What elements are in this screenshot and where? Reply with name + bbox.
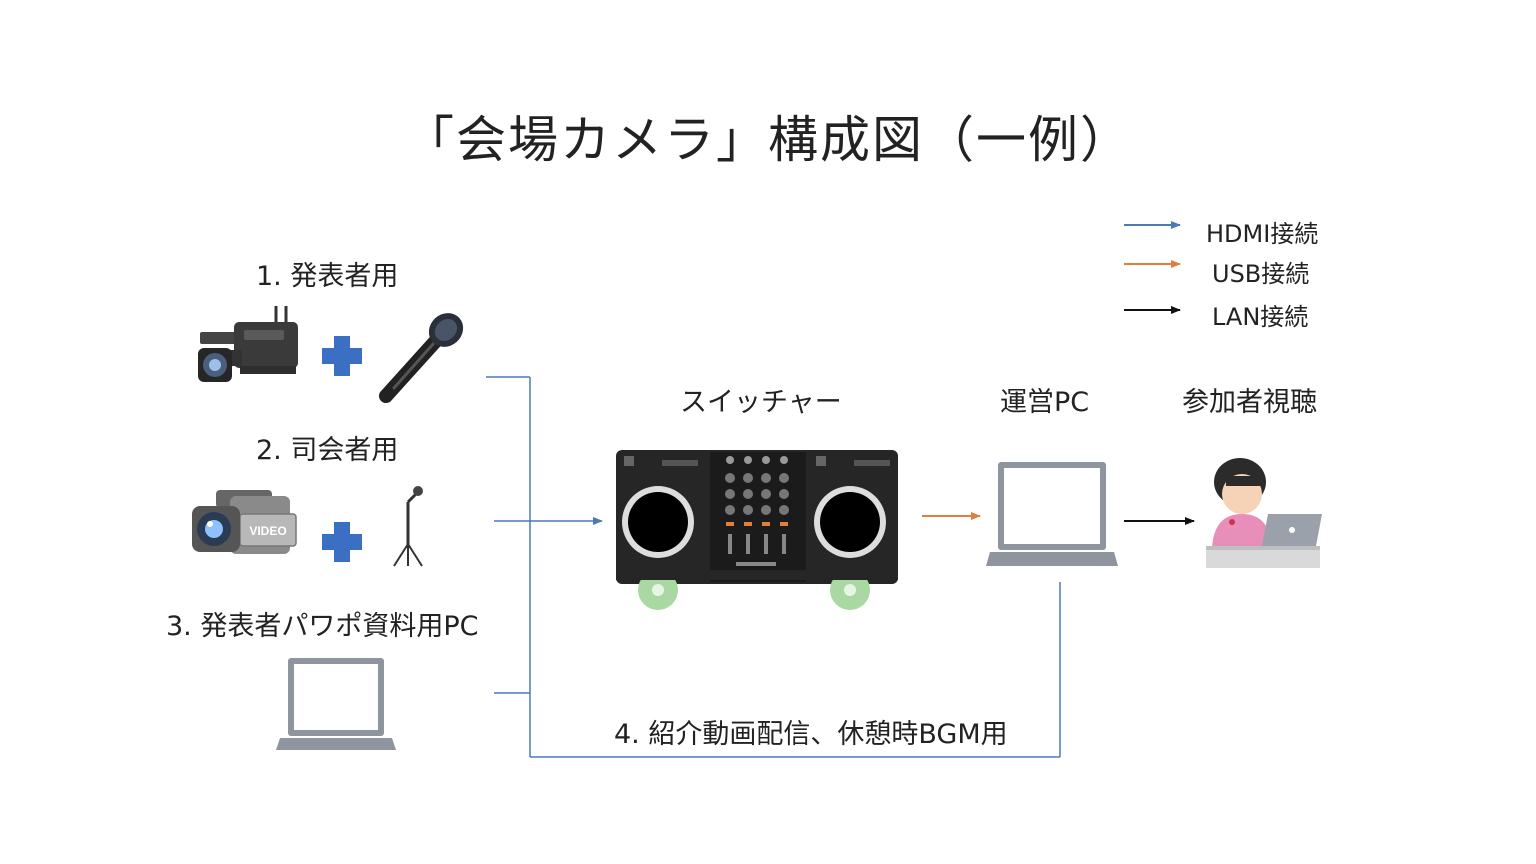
hdmi-wiring (486, 376, 1061, 758)
handheld-microphone-icon (379, 313, 464, 403)
plus-icon-2 (322, 522, 362, 562)
viewer-label: 参加者視聴 (1182, 387, 1317, 418)
stand-microphone-icon (393, 486, 423, 567)
source-slides-pc-label: 3. 発表者パワポ資料用PC (166, 611, 479, 642)
page-title: 「会場カメラ」構成図（一例） (404, 111, 1132, 169)
viewer-person-icon (1206, 458, 1322, 568)
video-badge-text: VIDEO (249, 524, 286, 538)
pro-camera-icon (198, 306, 298, 382)
operation-pc-label: 運営PC (1000, 387, 1090, 418)
bgm-pc-label: 4. 紹介動画配信、休憩時BGM用 (614, 719, 1008, 750)
legend-lan-label: LAN接続 (1212, 303, 1309, 331)
source-mc-label: 2. 司会者用 (256, 435, 399, 466)
legend-hdmi-label: HDMI接続 (1206, 220, 1319, 248)
source-presenter-label: 1. 発表者用 (256, 261, 399, 292)
plus-icon-1 (322, 336, 362, 376)
switcher-icon (616, 450, 898, 610)
legend-usb-label: USB接続 (1212, 260, 1310, 288)
handycam-icon: VIDEO (192, 490, 297, 554)
slides-laptop-icon (276, 658, 396, 750)
switcher-label: スイッチャー (680, 387, 842, 418)
operation-laptop-icon (986, 462, 1118, 566)
